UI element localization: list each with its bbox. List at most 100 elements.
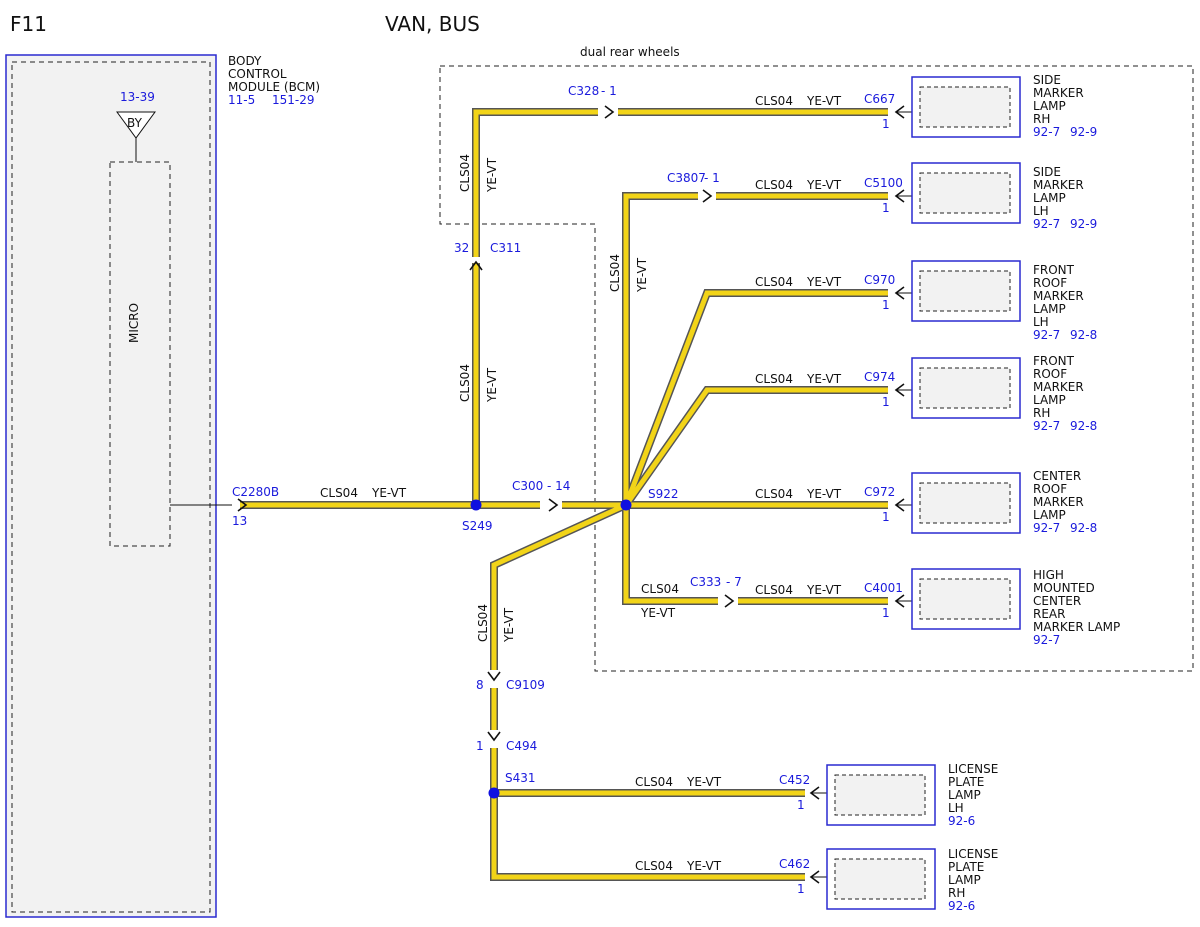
lamp-ref: 92-6: [948, 814, 975, 828]
wire-color: YE-VT: [485, 157, 499, 193]
splice-s249: [470, 499, 482, 511]
connector-name: C974: [864, 370, 895, 384]
lamp-label: LH: [1033, 204, 1049, 218]
c300-arrow: [548, 498, 558, 512]
wire-circuit: CLS04: [608, 254, 622, 292]
wire-color: YE-VT: [806, 94, 842, 108]
zone-label: dual rear wheels: [580, 45, 680, 59]
lamp-inner: [919, 270, 1011, 312]
lamp-ref: 92-8: [1070, 419, 1097, 433]
lamp-label: FRONT: [1033, 263, 1075, 277]
connector-name: C5100: [864, 176, 903, 190]
wire-circuit: CLS04: [635, 775, 673, 789]
lamp-label: PLATE: [948, 860, 984, 874]
c9109-pin: 8: [476, 678, 484, 692]
lamp-label: LAMP: [948, 788, 981, 802]
c2280b-name: C2280B: [232, 485, 279, 499]
wire-circuit: CLS04: [755, 94, 793, 108]
s922-label: S922: [648, 487, 679, 501]
lamp-label: LAMP: [1033, 508, 1066, 522]
c328-pin: - 1: [601, 84, 617, 98]
lamp-label: ROOF: [1033, 276, 1067, 290]
connector-pin: 1: [882, 201, 890, 215]
connector-pin: 1: [882, 395, 890, 409]
connector-name: C462: [779, 857, 810, 871]
lamp-inner: [834, 858, 926, 900]
lamp-label: ROOF: [1033, 482, 1067, 496]
lamp-label: MARKER: [1033, 495, 1084, 509]
bcm-label-3: MODULE (BCM): [228, 80, 320, 94]
lamp-label: SIDE: [1033, 165, 1061, 179]
by-pin-label: BY: [127, 116, 143, 130]
lamp-label: CENTER: [1033, 594, 1081, 608]
c494-name: C494: [506, 739, 537, 753]
connector-pin: 1: [882, 606, 890, 620]
lamp-ref: 92-8: [1070, 521, 1097, 535]
lamp-inner: [919, 367, 1011, 409]
c311-arrow: [469, 260, 483, 271]
lamp-label: LH: [948, 801, 964, 815]
lamp-inner: [919, 86, 1011, 128]
bcm-label-1: BODY: [228, 54, 262, 68]
splice-s431: [488, 787, 500, 799]
c300-name: C300: [512, 479, 543, 493]
lamp-inner: [919, 578, 1011, 620]
splice-s922: [620, 499, 632, 511]
lamp-inner: [919, 172, 1011, 214]
lamp-label: SIDE: [1033, 73, 1061, 87]
lamp-inner: [919, 482, 1011, 524]
c494-arrow: [487, 731, 501, 742]
lamp-label: MOUNTED: [1033, 581, 1095, 595]
lamp-label: RH: [1033, 406, 1050, 420]
lamp-label: LAMP: [948, 873, 981, 887]
c2280b-pin: 13: [232, 514, 247, 528]
lamp-label: LAMP: [1033, 393, 1066, 407]
wire-circuit: CLS04: [641, 582, 679, 596]
wire-color: YE-VT: [806, 583, 842, 597]
lamp-inner: [834, 774, 926, 816]
connector-name: C667: [864, 92, 895, 106]
wire-color: YE-VT: [635, 257, 649, 293]
lamp-ref: 92-7: [1033, 217, 1060, 231]
wire-circuit: CLS04: [755, 487, 793, 501]
wire-color: YE-VT: [640, 606, 676, 620]
lamp-label: MARKER: [1033, 380, 1084, 394]
wire-circuit: CLS04: [755, 583, 793, 597]
wire-circuit: CLS04: [755, 372, 793, 386]
c9109-name: C9109: [506, 678, 545, 692]
wire-circuit: CLS04: [458, 364, 472, 402]
lamp-ref: 92-9: [1070, 217, 1097, 231]
connector-pin: 1: [797, 798, 805, 812]
c333-name: C333: [690, 575, 721, 589]
lamp-label: MARKER LAMP: [1033, 620, 1120, 634]
lamp-ref: 92-6: [948, 899, 975, 913]
lamp-label: ROOF: [1033, 367, 1067, 381]
bcm-top-ref: 13-39: [120, 90, 155, 104]
s249-label: S249: [462, 519, 493, 533]
wire-color: YE-VT: [502, 607, 516, 643]
lamp-ref: 92-7: [1033, 521, 1060, 535]
wires: [240, 108, 888, 881]
lamp-label: HIGH: [1033, 568, 1064, 582]
lamp-label: PLATE: [948, 775, 984, 789]
lamp-ref: 92-7: [1033, 633, 1060, 647]
wire-circuit: CLS04: [755, 275, 793, 289]
lamp-label: REAR: [1033, 607, 1065, 621]
c333-arrow: [724, 594, 734, 608]
wire-circuit: CLS04: [458, 154, 472, 192]
bcm-ref-b: 151-29: [272, 93, 315, 107]
c3807-name: C3807: [667, 171, 706, 185]
lamp-ref: 92-7: [1033, 419, 1060, 433]
c300-pin: - 14: [547, 479, 570, 493]
lamp-label: LAMP: [1033, 99, 1066, 113]
connector-pin: 1: [797, 882, 805, 896]
lamp-ref: 92-7: [1033, 125, 1060, 139]
lamp-label: CENTER: [1033, 469, 1081, 483]
wire-circuit: CLS04: [476, 604, 490, 642]
micro-block: [109, 161, 171, 547]
